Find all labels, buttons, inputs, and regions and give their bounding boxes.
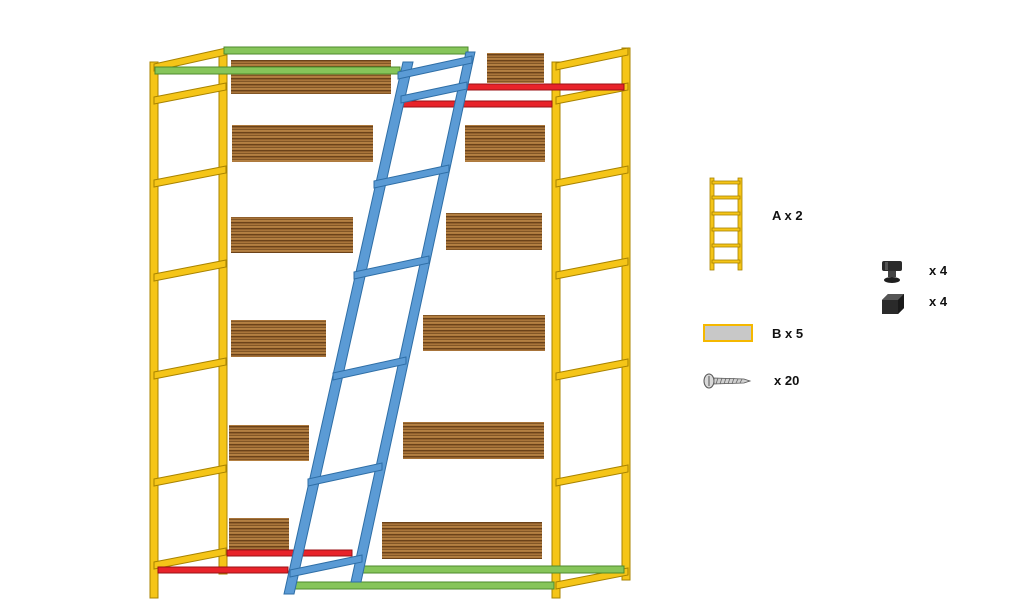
ladder-rung — [289, 554, 363, 578]
ladder-rung — [373, 164, 450, 189]
wood-shelves — [229, 53, 545, 559]
ladder-rung — [353, 255, 430, 280]
green-bar — [223, 46, 469, 55]
shelf-board — [231, 320, 326, 357]
part-a-label: A x 2 — [772, 208, 803, 223]
shelf-board — [229, 425, 309, 461]
frame-post — [149, 61, 159, 599]
foot-cap-icon — [882, 294, 904, 314]
frame-rung — [555, 257, 629, 280]
ladder-rung — [397, 55, 473, 80]
ladder-rung — [400, 81, 468, 104]
left-frame-a — [149, 47, 228, 599]
frame-post — [218, 49, 228, 575]
right-frame-a — [551, 47, 631, 599]
ladder-rung — [332, 356, 407, 381]
green-bar — [355, 565, 625, 574]
parts-legend — [703, 177, 904, 389]
blue-ladder — [283, 51, 476, 595]
frame-rung — [153, 165, 227, 188]
frame-rung — [153, 547, 227, 570]
frame-rung — [555, 165, 629, 188]
red-bar — [157, 566, 289, 574]
green-bar — [154, 66, 401, 75]
leveling-foot-count-label: x 4 — [929, 263, 948, 278]
frame-post — [551, 61, 561, 599]
frame-rung — [555, 464, 629, 487]
frame-rung — [153, 259, 227, 282]
green-bar — [291, 581, 555, 590]
part-b-label: B x 5 — [772, 326, 804, 341]
gray-bar-icon — [703, 324, 753, 342]
shelf-board — [423, 315, 545, 351]
red-bar — [465, 83, 625, 91]
ladder-frame-icon — [709, 177, 743, 271]
red-bar — [226, 549, 353, 557]
shelf-board — [465, 125, 545, 162]
ladder-rail — [350, 51, 476, 583]
shelf-board — [403, 422, 544, 459]
screw-icon — [703, 373, 752, 389]
frame-rung — [153, 82, 227, 105]
foot-cap-count-label: x 4 — [929, 294, 948, 309]
shelf-board — [229, 518, 289, 550]
red-bar — [401, 100, 553, 108]
frame-rung — [153, 464, 227, 487]
leveling-foot-icon — [882, 261, 902, 283]
shelf-board — [231, 217, 353, 253]
shelf-board — [231, 60, 391, 94]
frame-rung — [153, 357, 227, 380]
red-bars — [157, 83, 625, 574]
screw-count-label: x 20 — [774, 373, 800, 388]
frame-post — [621, 47, 631, 581]
frame-rung — [555, 47, 629, 71]
shelf-board — [382, 522, 542, 559]
ladder-rung — [307, 462, 383, 487]
shelf-board — [446, 213, 542, 250]
shelf-board — [232, 125, 373, 162]
shelf-board — [487, 53, 544, 83]
frame-rung — [153, 47, 227, 72]
ladder-rail — [283, 61, 414, 595]
frame-rung — [555, 358, 629, 381]
